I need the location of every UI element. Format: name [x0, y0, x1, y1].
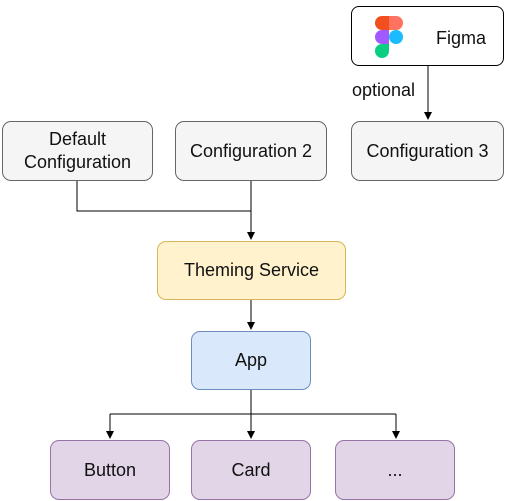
figma-label: Figma [436, 28, 487, 48]
configuration-2-node[interactable]: Configuration 2 [175, 121, 327, 181]
card-label: Card [231, 459, 271, 480]
button-node[interactable]: Button [50, 440, 170, 500]
theming-service-label: Theming Service [183, 260, 320, 280]
app-node[interactable]: App [191, 331, 311, 390]
more-node[interactable]: ... [335, 440, 455, 500]
edge-label-optional: optional [352, 80, 416, 100]
default-configuration-label: Default Configuration [23, 129, 132, 172]
default-configuration-node[interactable]: Default Configuration [2, 121, 153, 181]
figma-node[interactable]: Figma [351, 6, 504, 66]
configuration-3-label: Configuration 3 [366, 140, 489, 161]
configuration-2-label: Configuration 2 [189, 140, 313, 161]
configuration-3-node[interactable]: Configuration 3 [351, 121, 504, 181]
theming-service-node[interactable]: Theming Service [157, 241, 346, 300]
button-label: Button [83, 459, 137, 480]
app-label: App [234, 350, 268, 370]
figma-logo-icon [375, 16, 403, 58]
card-node[interactable]: Card [191, 440, 311, 500]
more-label: ... [387, 459, 403, 480]
edge-default-to-theming [76, 181, 251, 212]
